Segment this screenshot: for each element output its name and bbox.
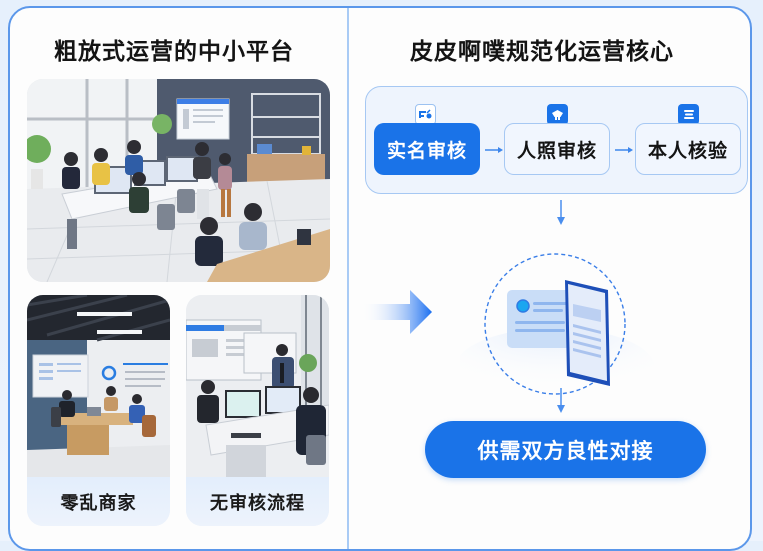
supply-demand-match-button[interactable]: 供需双方良性对接 [425, 421, 706, 478]
right-arrow-icon [362, 290, 432, 334]
step-real-name-review[interactable]: 实名审核 [374, 123, 480, 175]
id-edit-icon [415, 104, 436, 125]
tile-no-review-process: 无审核流程 [186, 295, 329, 526]
flow-arrow-icon [615, 147, 633, 153]
left-panel-title: 粗放式运营的中小平台 [54, 39, 294, 65]
id-verification-illustration [455, 238, 670, 408]
tile-label: 无审核流程 [186, 477, 329, 526]
workstation-illustration [186, 295, 329, 477]
step-face-photo-review[interactable]: 人照审核 [504, 123, 610, 175]
meeting-room-illustration [27, 295, 170, 477]
flow-arrow-icon [485, 147, 503, 153]
down-arrow-icon [557, 388, 565, 413]
right-panel-title: 皮皮啊噗规范化运营核心 [410, 39, 674, 65]
list-doc-icon [678, 104, 699, 125]
face-shield-icon [547, 104, 568, 125]
main-card: 粗放式运营的中小平台 皮皮啊噗规范化运营核心 [8, 6, 752, 551]
office-scene-illustration [27, 79, 330, 282]
tile-label: 零乱商家 [27, 477, 170, 526]
tile-messy-merchants: 零乱商家 [27, 295, 170, 526]
panel-divider [347, 8, 349, 549]
step-identity-verification[interactable]: 本人核验 [635, 123, 741, 175]
down-arrow-icon [557, 200, 565, 225]
verification-flow: 实名审核 人照审核 本人核验 [365, 86, 748, 194]
